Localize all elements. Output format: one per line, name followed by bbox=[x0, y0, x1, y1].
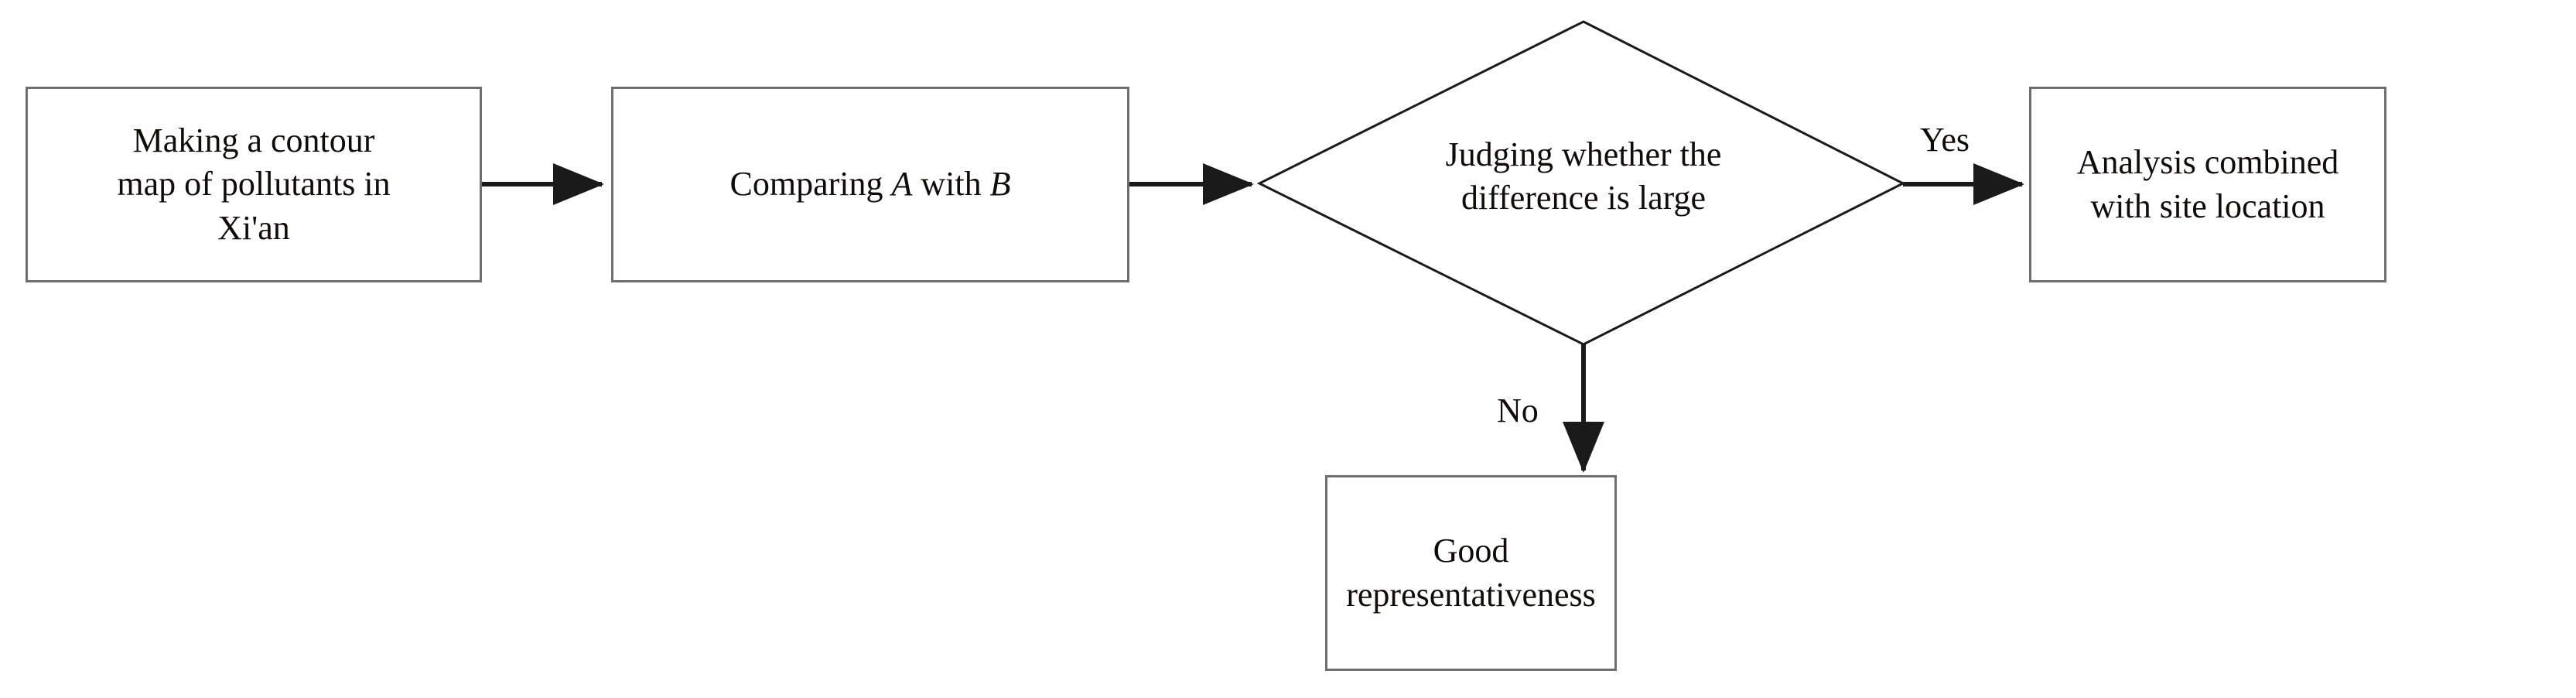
node-text-middle: with bbox=[912, 165, 990, 204]
edge-label-no: No bbox=[1497, 392, 1539, 429]
node-line: Good bbox=[1433, 532, 1509, 570]
node-analysis-text: Analysis combined with site location bbox=[2031, 141, 2384, 228]
node-make-contour-map-text: Making a contour map of pollutants in Xi… bbox=[28, 119, 480, 250]
node-line: Xi'an bbox=[217, 208, 290, 247]
node-line: representativeness bbox=[1346, 575, 1596, 614]
node-make-contour-map[interactable]: Making a contour map of pollutants in Xi… bbox=[26, 87, 482, 282]
node-text-prefix: Comparing bbox=[729, 165, 892, 204]
node-good-representativeness[interactable]: Good representativeness bbox=[1325, 475, 1617, 671]
node-line: Making a contour bbox=[132, 121, 375, 160]
node-line: map of pollutants in bbox=[117, 165, 391, 204]
node-compare-a-with-b-text: Comparing A with B bbox=[613, 163, 1127, 206]
decision-diamond-shape bbox=[1256, 20, 1906, 346]
edge-label-yes: Yes bbox=[1920, 121, 1970, 159]
node-compare-a-with-b[interactable]: Comparing A with B bbox=[611, 87, 1129, 282]
variable-b: B bbox=[989, 165, 1011, 204]
node-line: with site location bbox=[2090, 186, 2325, 225]
node-analysis-combined-with-site-location[interactable]: Analysis combined with site location bbox=[2029, 87, 2386, 282]
variable-a: A bbox=[891, 165, 913, 204]
node-good-representativeness-text: Good representativeness bbox=[1327, 529, 1614, 617]
node-line: Analysis combined bbox=[2076, 143, 2339, 182]
